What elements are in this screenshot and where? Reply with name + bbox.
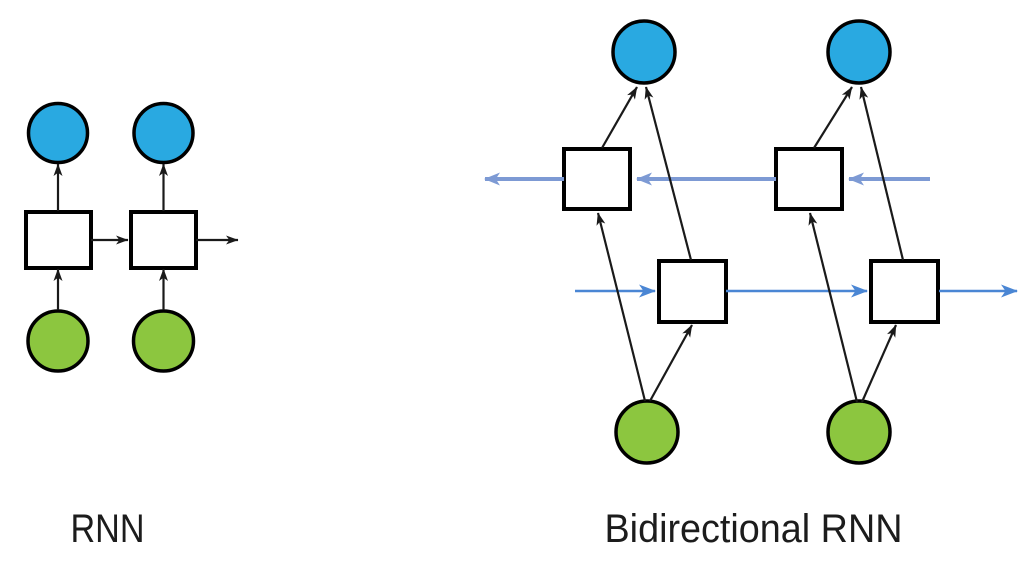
birnn-input1-to-forward1-arrow bbox=[649, 324, 693, 402]
birnn-input2-to-backward2-arrow bbox=[808, 212, 859, 403]
birnn-input-node-1 bbox=[614, 399, 680, 465]
rnn-diagram: RNN bbox=[24, 101, 239, 551]
birnn-output-node-1 bbox=[611, 19, 677, 85]
birnn-forward-hidden-node-2 bbox=[869, 259, 940, 324]
rnn-input-node-2 bbox=[131, 309, 196, 373]
birnn-backward-hidden-node-1 bbox=[562, 147, 632, 211]
rnn-output-node-1 bbox=[26, 101, 90, 165]
bidirectional-rnn-label: Bidirectional RNN bbox=[605, 507, 903, 551]
birnn-input-node-2 bbox=[826, 399, 892, 465]
birnn-forward1-to-output1-arrow bbox=[644, 86, 693, 261]
birnn-forward-hidden-node-1 bbox=[657, 259, 728, 324]
birnn-backward2-to-output2-arrow bbox=[813, 86, 853, 149]
birnn-forward2-to-output2-arrow bbox=[859, 86, 905, 261]
rnn-input-node-1 bbox=[26, 309, 90, 373]
birnn-output-node-2 bbox=[826, 19, 892, 85]
birnn-backward-hidden-node-2 bbox=[774, 147, 844, 211]
rnn-output-node-2 bbox=[132, 101, 195, 165]
birnn-input1-to-backward1-arrow bbox=[596, 212, 647, 402]
birnn-input2-to-forward2-arrow bbox=[860, 324, 898, 403]
rnn-label: RNN bbox=[71, 507, 145, 551]
bidirectional-rnn-diagram: Bidirectional RNN bbox=[484, 19, 1018, 551]
birnn-backward1-to-output1-arrow bbox=[601, 86, 638, 149]
rnn-hidden-node-2 bbox=[129, 210, 198, 270]
rnn-hidden-node-1 bbox=[24, 210, 93, 270]
